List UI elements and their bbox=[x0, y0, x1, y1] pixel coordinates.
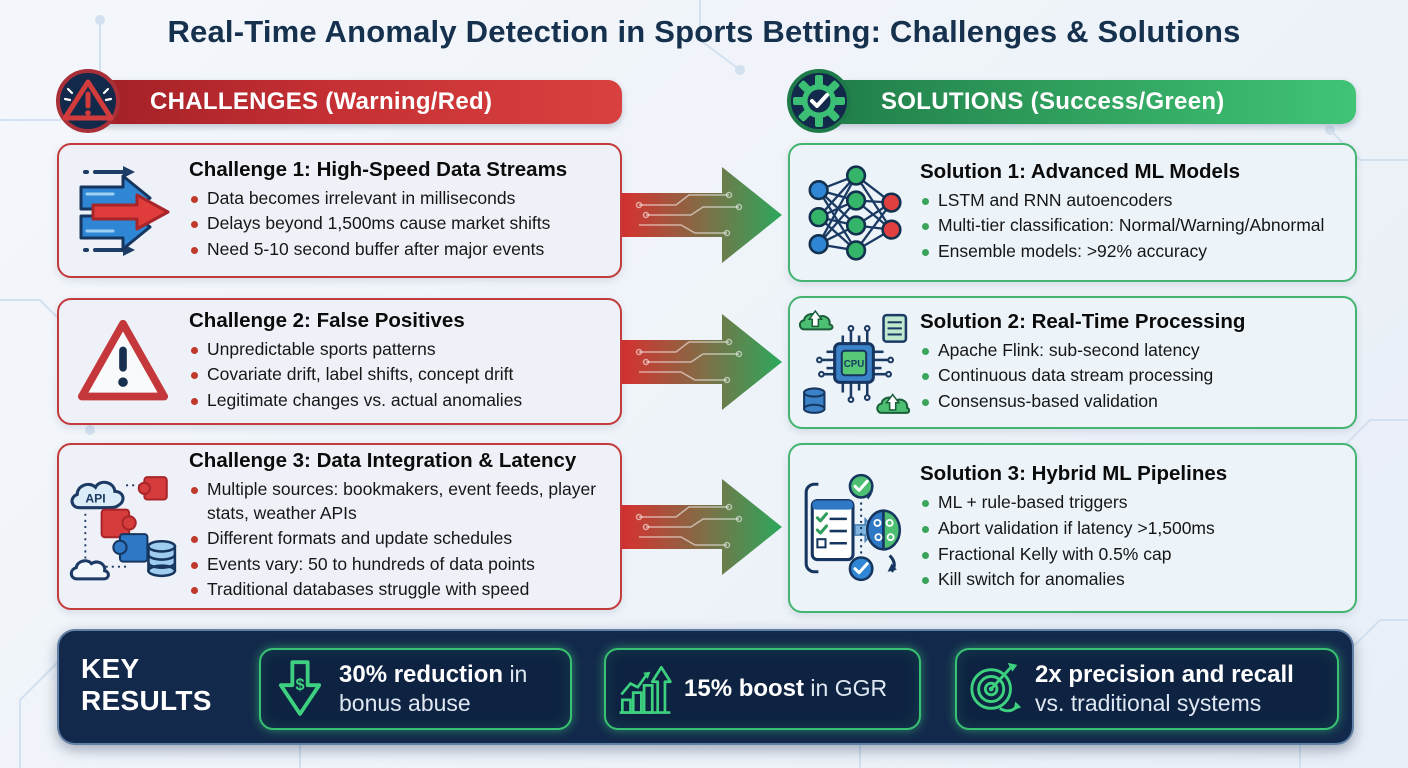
cpu-label: CPU bbox=[844, 359, 864, 370]
result-value: 2x precision and recall bbox=[1035, 660, 1294, 688]
result-badge-bonus-abuse: $ 30% reduction in bonus abuse bbox=[259, 648, 572, 730]
challenges-banner-label: CHALLENGES (Warning/Red) bbox=[150, 88, 493, 115]
bullet-item: Delays beyond 1,500ms cause market shift… bbox=[189, 212, 608, 236]
bullet-item: ML + rule-based triggers bbox=[920, 491, 1343, 515]
challenge-card-3: API Challenge 3: Data Integration & Late… bbox=[57, 443, 622, 610]
bullet-item: Different formats and update schedules bbox=[189, 527, 608, 551]
bullet-item: Multi-tier classification: Normal/Warnin… bbox=[920, 214, 1343, 238]
api-puzzle-integration-icon: API bbox=[69, 475, 177, 580]
page-title: Real-Time Anomaly Detection in Sports Be… bbox=[167, 14, 1241, 49]
challenges-banner: CHALLENGES (Warning/Red) bbox=[72, 80, 622, 124]
speed-arrows-icon bbox=[79, 165, 170, 256]
result-badge-ggr: 15% boost in GGR bbox=[604, 648, 921, 730]
api-label: API bbox=[85, 491, 105, 505]
result-badge-text: 15% boost in GGR bbox=[684, 675, 895, 704]
bullet-item: Consensus-based validation bbox=[920, 390, 1343, 414]
svg-text:$: $ bbox=[295, 676, 304, 694]
bullet-item: Multiple sources: bookmakers, event feed… bbox=[189, 478, 608, 525]
challenge-card-2: Challenge 2: False Positives Unpredictab… bbox=[57, 298, 622, 425]
bullet-item: Traditional databases struggle with spee… bbox=[189, 578, 608, 602]
bullet-item: LSTM and RNN autoencoders bbox=[920, 189, 1343, 213]
result-description: in GGR bbox=[810, 674, 888, 701]
dollar-down-arrow-icon: $ bbox=[278, 660, 322, 716]
target-arrow-icon bbox=[970, 662, 1022, 713]
checklist-brain-icon bbox=[804, 473, 901, 582]
warning-triangle-icon bbox=[77, 319, 169, 400]
challenge-to-solution-arrow bbox=[621, 314, 782, 410]
result-description: in bonus abuse bbox=[339, 660, 528, 716]
challenge-1-title: Challenge 1: High-Speed Data Streams bbox=[189, 157, 568, 181]
solution-2-title: Solution 2: Real-Time Processing bbox=[920, 309, 1246, 333]
bullet-item: Need 5-10 second buffer after major even… bbox=[189, 238, 608, 262]
bullet-item: Abort validation if latency >1,500ms bbox=[920, 517, 1343, 541]
challenge-card-1: Challenge 1: High-Speed Data Streams Dat… bbox=[57, 143, 622, 278]
solution-1-bullets: LSTM and RNN autoencoders Multi-tier cla… bbox=[920, 189, 1343, 264]
challenge-3-bullets: Multiple sources: bookmakers, event feed… bbox=[189, 478, 608, 602]
key-results-bar: KEY RESULTS $ 30% reduction in bonus abu… bbox=[57, 629, 1354, 745]
solution-2-bullets: Apache Flink: sub-second latency Continu… bbox=[920, 339, 1343, 414]
bullet-item: Kill switch for anomalies bbox=[920, 568, 1343, 592]
solutions-banner-label: SOLUTIONS (Success/Green) bbox=[881, 88, 1225, 115]
challenge-2-bullets: Unpredictable sports patterns Covariate … bbox=[189, 338, 608, 413]
bullet-item: Apache Flink: sub-second latency bbox=[920, 339, 1343, 363]
challenge-3-title: Challenge 3: Data Integration & Latency bbox=[189, 448, 577, 472]
result-badge-text: 2x precision and recall vs. traditional … bbox=[1035, 661, 1337, 717]
challenge-1-bullets: Data becomes irrelevant in milliseconds … bbox=[189, 187, 608, 262]
result-badge-text: 30% reduction in bonus abuse bbox=[339, 661, 570, 717]
bullet-item: Fractional Kelly with 0.5% cap bbox=[920, 543, 1343, 567]
bullet-item: Continuous data stream processing bbox=[920, 364, 1343, 388]
solution-card-2: CPU Solution 2: Real-Time Processing Apa… bbox=[788, 296, 1357, 429]
result-badge-precision-recall: 2x precision and recall vs. traditional … bbox=[955, 648, 1339, 730]
bullet-item: Data becomes irrelevant in milliseconds bbox=[189, 187, 608, 211]
result-value: 30% reduction bbox=[339, 660, 504, 688]
solution-1-title: Solution 1: Advanced ML Models bbox=[920, 159, 1241, 183]
bullet-item: Legitimate changes vs. actual anomalies bbox=[189, 389, 608, 413]
cpu-chip-icon: CPU bbox=[798, 309, 910, 414]
bullet-item: Unpredictable sports patterns bbox=[189, 338, 608, 362]
solution-card-3: Solution 3: Hybrid ML Pipelines ML + rul… bbox=[788, 443, 1357, 613]
growth-chart-icon bbox=[619, 665, 672, 714]
solution-card-1: Solution 1: Advanced ML Models LSTM and … bbox=[788, 143, 1357, 282]
solutions-banner: SOLUTIONS (Success/Green) bbox=[803, 80, 1356, 124]
warning-triangle-badge-icon bbox=[56, 69, 120, 133]
gear-check-badge-icon bbox=[787, 69, 851, 133]
challenge-to-solution-arrow bbox=[621, 479, 782, 575]
key-results-label: KEY RESULTS bbox=[81, 653, 212, 716]
bullet-item: Events vary: 50 to hundreds of data poin… bbox=[189, 553, 608, 577]
solution-3-bullets: ML + rule-based triggers Abort validatio… bbox=[920, 491, 1343, 592]
challenge-2-title: Challenge 2: False Positives bbox=[189, 308, 465, 332]
bullet-item: Ensemble models: >92% accuracy bbox=[920, 240, 1343, 264]
neural-network-icon bbox=[808, 164, 902, 261]
bullet-item: Covariate drift, label shifts, concept d… bbox=[189, 363, 608, 387]
solution-3-title: Solution 3: Hybrid ML Pipelines bbox=[920, 462, 1228, 486]
challenge-to-solution-arrow bbox=[621, 167, 782, 263]
result-value: 15% boost bbox=[684, 674, 805, 702]
result-description: vs. traditional systems bbox=[1035, 689, 1262, 716]
